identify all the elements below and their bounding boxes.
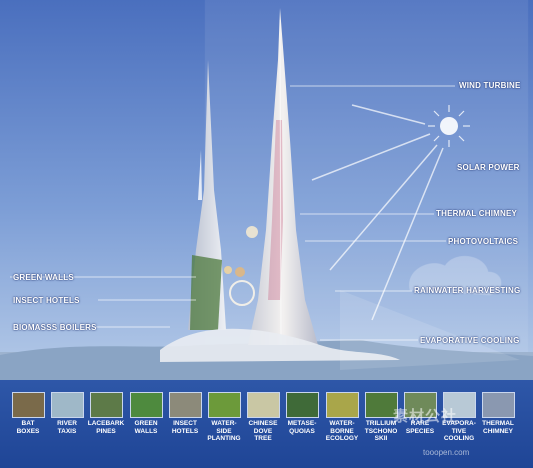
strip-caption: LACEBARK PINES	[87, 420, 125, 435]
strip-thumbnail	[365, 392, 398, 418]
strip-caption: EVAPORA- TIVE COOLING	[442, 420, 476, 442]
strip-thumbnail	[482, 392, 515, 418]
strip-thumbnail	[12, 392, 45, 418]
callout-wind-turbine: WIND TURBINE	[459, 81, 521, 90]
callout-evaporative-cooling: EVAPORATIVE COOLING	[420, 336, 520, 345]
strip-caption: RIVER TAXIS	[57, 420, 77, 435]
callout-insect-hotels: INSECT HOTELS	[13, 296, 80, 305]
strip-thumbnail	[326, 392, 359, 418]
strip-thumbnail	[208, 392, 241, 418]
watermark-url: tooopen.com	[423, 448, 470, 457]
strip-thumbnail	[169, 392, 202, 418]
strip-caption: GREEN WALLS	[134, 420, 158, 435]
callout-biomass-boilers: BIOMASSS BOILERS	[13, 323, 97, 332]
strip-caption: THERMAL CHIMNEY	[482, 420, 514, 435]
callout-green-walls: GREEN WALLS	[13, 273, 74, 282]
strip-thumbnail	[443, 392, 476, 418]
callout-photovoltaics: PHOTOVOLTAICS	[448, 237, 519, 246]
strip-thumbnail	[90, 392, 123, 418]
species-strip: BAT BOXES RIVER TAXIS LACEBARK PINES GREEN …	[0, 380, 533, 468]
strip-thumbnail	[286, 392, 319, 418]
strip-caption: BAT BOXES	[16, 420, 40, 435]
strip-thumbnail	[247, 392, 280, 418]
strip-caption: WATER- SIDE PLANTING	[207, 420, 241, 442]
callout-rainwater-harvesting: RAINWATER HARVESTING	[414, 286, 521, 295]
watermark: 素材公社	[393, 408, 458, 425]
callout-thermal-chimney: THERMAL CHIMNEY	[436, 209, 518, 218]
strip-caption: INSECT HOTELS	[171, 420, 199, 435]
strip-thumbnail	[130, 392, 163, 418]
tower-scene-graphic	[0, 0, 533, 380]
callout-solar-power: SOLAR POWER	[457, 163, 520, 172]
tower-illustration: WIND TURBINE SOLAR POWER THERMAL CHIMNEY…	[0, 0, 533, 380]
strip-caption: WATER- BORNE ECOLOGY	[325, 420, 359, 442]
strip-caption: CHINESE DOVE TREE	[248, 420, 278, 442]
strip-caption: TRILLIUM TSCHONO SKII	[364, 420, 398, 442]
strip-thumbnail	[404, 392, 437, 418]
strip-thumbnail	[51, 392, 84, 418]
strip-caption: RARE SPECIES	[405, 420, 435, 435]
strip-caption: METASE- QUOIAS	[287, 420, 317, 435]
